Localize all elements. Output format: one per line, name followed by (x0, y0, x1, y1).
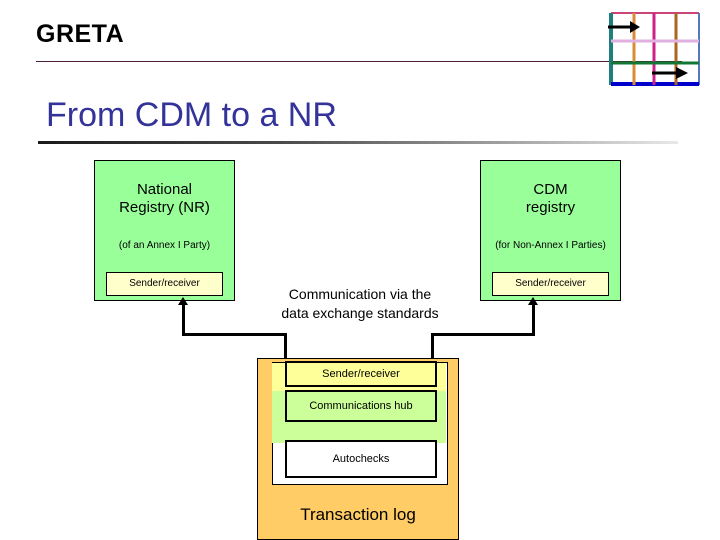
transaction-log-row-sender-receiver: Sender/receiver (285, 361, 437, 387)
grid-logo-icon (594, 12, 700, 86)
communication-note: Communication via the data exchange stan… (250, 285, 470, 323)
connector-right-horizontal (431, 333, 535, 336)
transaction-log-row-autochecks: Autochecks (285, 440, 437, 478)
connector-left-vertical-up (182, 305, 185, 335)
national-registry-title-line1: National (136, 181, 193, 198)
connector-right-vertical-up (532, 305, 535, 335)
cdm-registry-subtitle: (for Non-Annex I Parties) (495, 240, 606, 251)
title-underline (38, 141, 678, 144)
communication-note-line1: Communication via the (288, 286, 432, 302)
connector-left-horizontal (182, 333, 287, 336)
communication-note-line2: data exchange standards (281, 305, 439, 321)
cdm-registry-sender-receiver: Sender/receiver (492, 272, 609, 296)
cdm-registry-title-line2: registry (525, 199, 576, 216)
national-registry-title: National Registry (NR) (95, 181, 234, 217)
connector-left-arrowhead (178, 297, 188, 305)
cdm-registry-title-line1: CDM (533, 181, 568, 198)
header-divider (36, 61, 682, 62)
connector-right-arrowhead (528, 297, 538, 305)
national-registry-title-line2: Registry (NR) (119, 199, 210, 216)
national-registry-sender-receiver: Sender/receiver (106, 272, 223, 296)
transaction-log-row-communications-hub: Communications hub (285, 390, 437, 422)
slide-kicker: GRETA (36, 20, 125, 48)
transaction-log-label: Transaction log (300, 505, 416, 524)
page-title: From CDM to a NR (46, 96, 337, 134)
connector-right-vertical-down (431, 333, 434, 361)
connector-left-vertical-down (284, 333, 287, 361)
national-registry-subtitle: (of an Annex I Party) (118, 240, 211, 251)
greta-grid-logo (594, 10, 702, 88)
cdm-registry-title: CDM registry (481, 181, 620, 217)
